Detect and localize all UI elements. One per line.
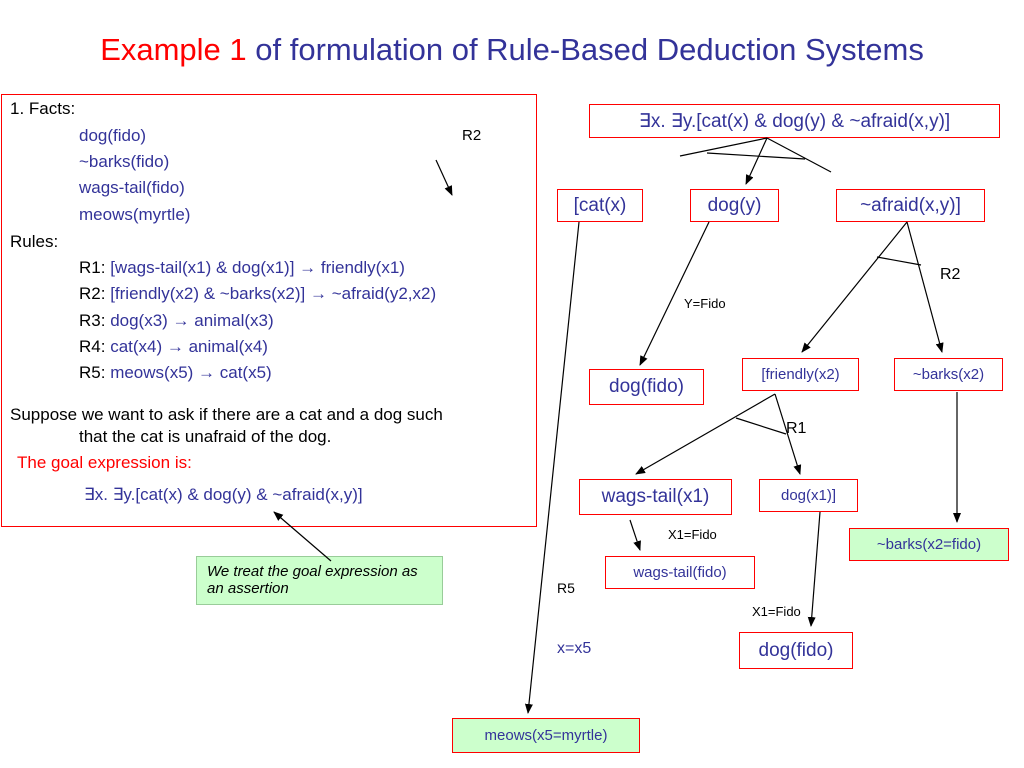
barks-node: ~barks(x2) xyxy=(894,358,1003,391)
wags-tail-fido-node: wags-tail(fido) xyxy=(605,556,755,589)
edge-afraid-barks xyxy=(906,221,944,353)
facts-rules-panel xyxy=(1,94,537,527)
meows-myrtle-node: meows(x5=myrtle) xyxy=(452,718,640,753)
rule-4: R4: cat(x4) → animal(x4) xyxy=(79,337,268,356)
arrow-r2-facts xyxy=(435,159,453,196)
edge-root-afraid xyxy=(766,137,832,173)
root-goal-node: ∃x. ∃y.[cat(x) & dog(y) & ~afraid(x,y)] xyxy=(589,104,1000,138)
fact-2: ~barks(fido) xyxy=(79,152,170,171)
x-x5-label: x=x5 xyxy=(557,640,592,657)
rules-header: Rules: xyxy=(10,232,59,251)
rule-1: R1: [wags-tail(x1) & dog(x1)] → friendly… xyxy=(79,258,405,277)
title-example: Example 1 xyxy=(100,32,247,67)
edge-dogx1-dogfido xyxy=(807,511,821,627)
x1-fido-label-b: X1=Fido xyxy=(752,604,801,619)
goal-label: The goal expression is: xyxy=(17,453,192,472)
fact-3: wags-tail(fido) xyxy=(79,178,185,197)
rule-5: R5: meows(x5) → cat(x5) xyxy=(79,363,272,382)
slide-title: Example 1 of formulation of Rule-Based D… xyxy=(0,32,1024,68)
and-arc-root xyxy=(706,152,806,160)
goal-expression: ∃x. ∃y.[cat(x) & dog(y) & ~afraid(x,y)] xyxy=(84,485,363,504)
fact-1: dog(fido) xyxy=(79,126,147,145)
panel-r2-label: R2 xyxy=(462,127,482,144)
y-fido-label: Y=Fido xyxy=(684,296,726,311)
edge-dog-y-dogfido xyxy=(639,221,710,366)
afraid-node: ~afraid(x,y)] xyxy=(836,189,985,222)
wags-tail-x1-node: wags-tail(x1) xyxy=(579,479,732,515)
and-arc-r1 xyxy=(735,417,787,435)
cat-x-node: [cat(x) xyxy=(557,189,643,222)
edge-friendly-wags xyxy=(635,393,776,475)
dog-fido-node: dog(fido) xyxy=(589,369,704,405)
fact-4: meows(myrtle) xyxy=(79,205,191,224)
dog-x1-node: dog(x1)] xyxy=(759,479,858,512)
edge-cat-meows xyxy=(524,221,580,714)
suppose-line-2: that the cat is unafraid of the dog. xyxy=(79,427,332,446)
dog-fido-leaf-node: dog(fido) xyxy=(739,632,853,669)
edge-root-cat xyxy=(679,137,768,157)
edge-root-dog xyxy=(745,137,768,185)
r2-label: R2 xyxy=(940,266,961,283)
r1-label: R1 xyxy=(786,420,807,437)
rule-2: R2: [friendly(x2) & ~barks(x2)] → ~afrai… xyxy=(79,284,437,303)
arrow-note-goal xyxy=(273,511,332,562)
x1-fido-label-a: X1=Fido xyxy=(668,527,717,542)
dog-y-node: dog(y) xyxy=(690,189,779,222)
rule-3: R3: dog(x3) → animal(x3) xyxy=(79,311,274,330)
edge-wags-wagsfido xyxy=(629,519,641,551)
and-arc-r2 xyxy=(876,256,922,266)
r5-label: R5 xyxy=(557,580,575,596)
edge-afraid-friendly xyxy=(801,221,908,353)
facts-header: 1. Facts: xyxy=(10,99,76,118)
suppose-line-1: Suppose we want to ask if there are a ca… xyxy=(10,405,443,424)
edge-friendly-dogx1 xyxy=(774,393,802,475)
barks-fido-node: ~barks(x2=fido) xyxy=(849,528,1009,561)
friendly-node: [friendly(x2) xyxy=(742,358,859,391)
assertion-note: We treat the goal expression as an asser… xyxy=(196,556,443,605)
title-rest: of formulation of Rule-Based Deduction S… xyxy=(246,32,924,67)
